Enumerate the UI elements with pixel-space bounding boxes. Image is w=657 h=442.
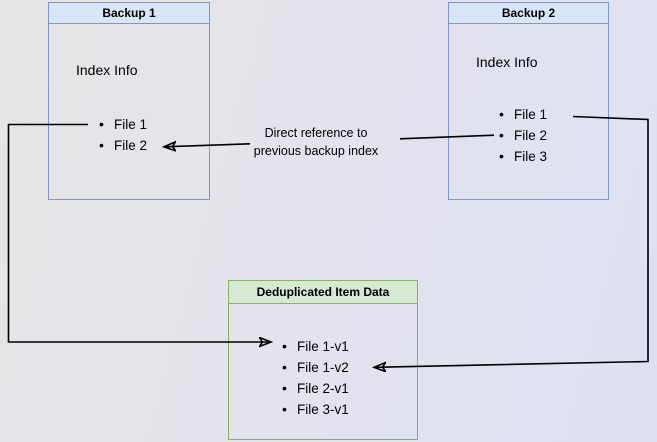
dedup-box: Deduplicated Item Data File 1-v1File 1-v… bbox=[228, 280, 418, 440]
backup1-box: Backup 1 Index Info File 1File 2 bbox=[48, 2, 210, 200]
backup1-file-list: File 1File 2 bbox=[99, 114, 147, 156]
list-item: File 2 bbox=[99, 135, 147, 156]
list-item: File 2-v1 bbox=[282, 378, 349, 399]
reference-annotation-line1: Direct reference to bbox=[264, 126, 368, 140]
list-item: File 1-v1 bbox=[282, 336, 349, 357]
backup2-title: Backup 2 bbox=[449, 3, 608, 24]
reference-annotation-line2: previous backup index bbox=[253, 144, 379, 158]
dedup-title: Deduplicated Item Data bbox=[229, 281, 417, 304]
reference-annotation: Direct reference to previous backup inde… bbox=[243, 124, 389, 160]
list-item: File 1 bbox=[99, 114, 147, 135]
backup1-title: Backup 1 bbox=[49, 3, 209, 24]
backup2-box: Backup 2 Index Info File 1File 2File 3 bbox=[448, 2, 609, 200]
backup2-file-list: File 1File 2File 3 bbox=[499, 104, 547, 167]
dedup-item-list: File 1-v1File 1-v2File 2-v1File 3-v1 bbox=[282, 336, 349, 420]
list-item: File 1 bbox=[499, 104, 547, 125]
backup1-index-info-label: Index Info bbox=[76, 62, 138, 78]
backup2-index-info-label: Index Info bbox=[476, 54, 538, 70]
list-item: File 1-v2 bbox=[282, 357, 349, 378]
list-item: File 3 bbox=[499, 146, 547, 167]
list-item: File 2 bbox=[499, 125, 547, 146]
list-item: File 3-v1 bbox=[282, 399, 349, 420]
